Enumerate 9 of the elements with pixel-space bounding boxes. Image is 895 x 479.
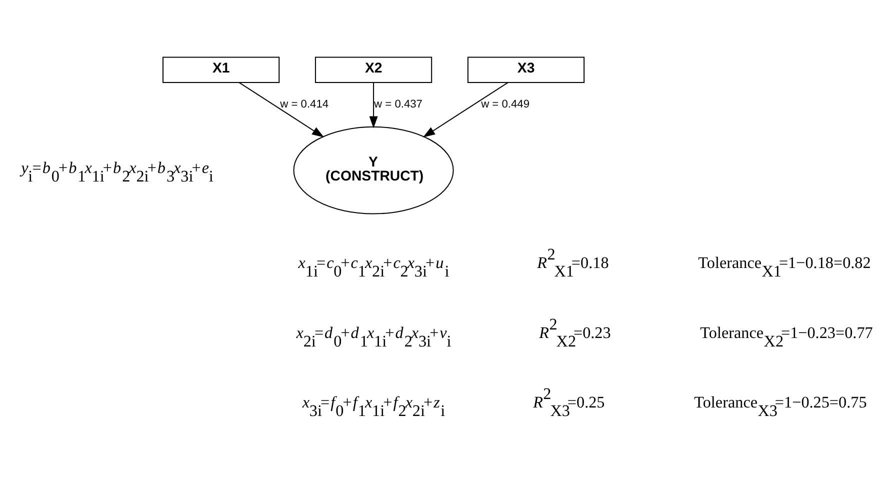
arrow — [422, 82, 508, 137]
edge-label: w = 0.437 — [374, 98, 422, 110]
edge-label: w = 0.449 — [480, 98, 530, 110]
arrow — [238, 82, 324, 137]
node-box: X1 — [162, 56, 280, 82]
arrow — [368, 82, 378, 128]
node-box: X2 — [314, 56, 432, 82]
edge-label: w = 0.414 — [280, 98, 328, 110]
node-box: X3 — [466, 56, 584, 82]
